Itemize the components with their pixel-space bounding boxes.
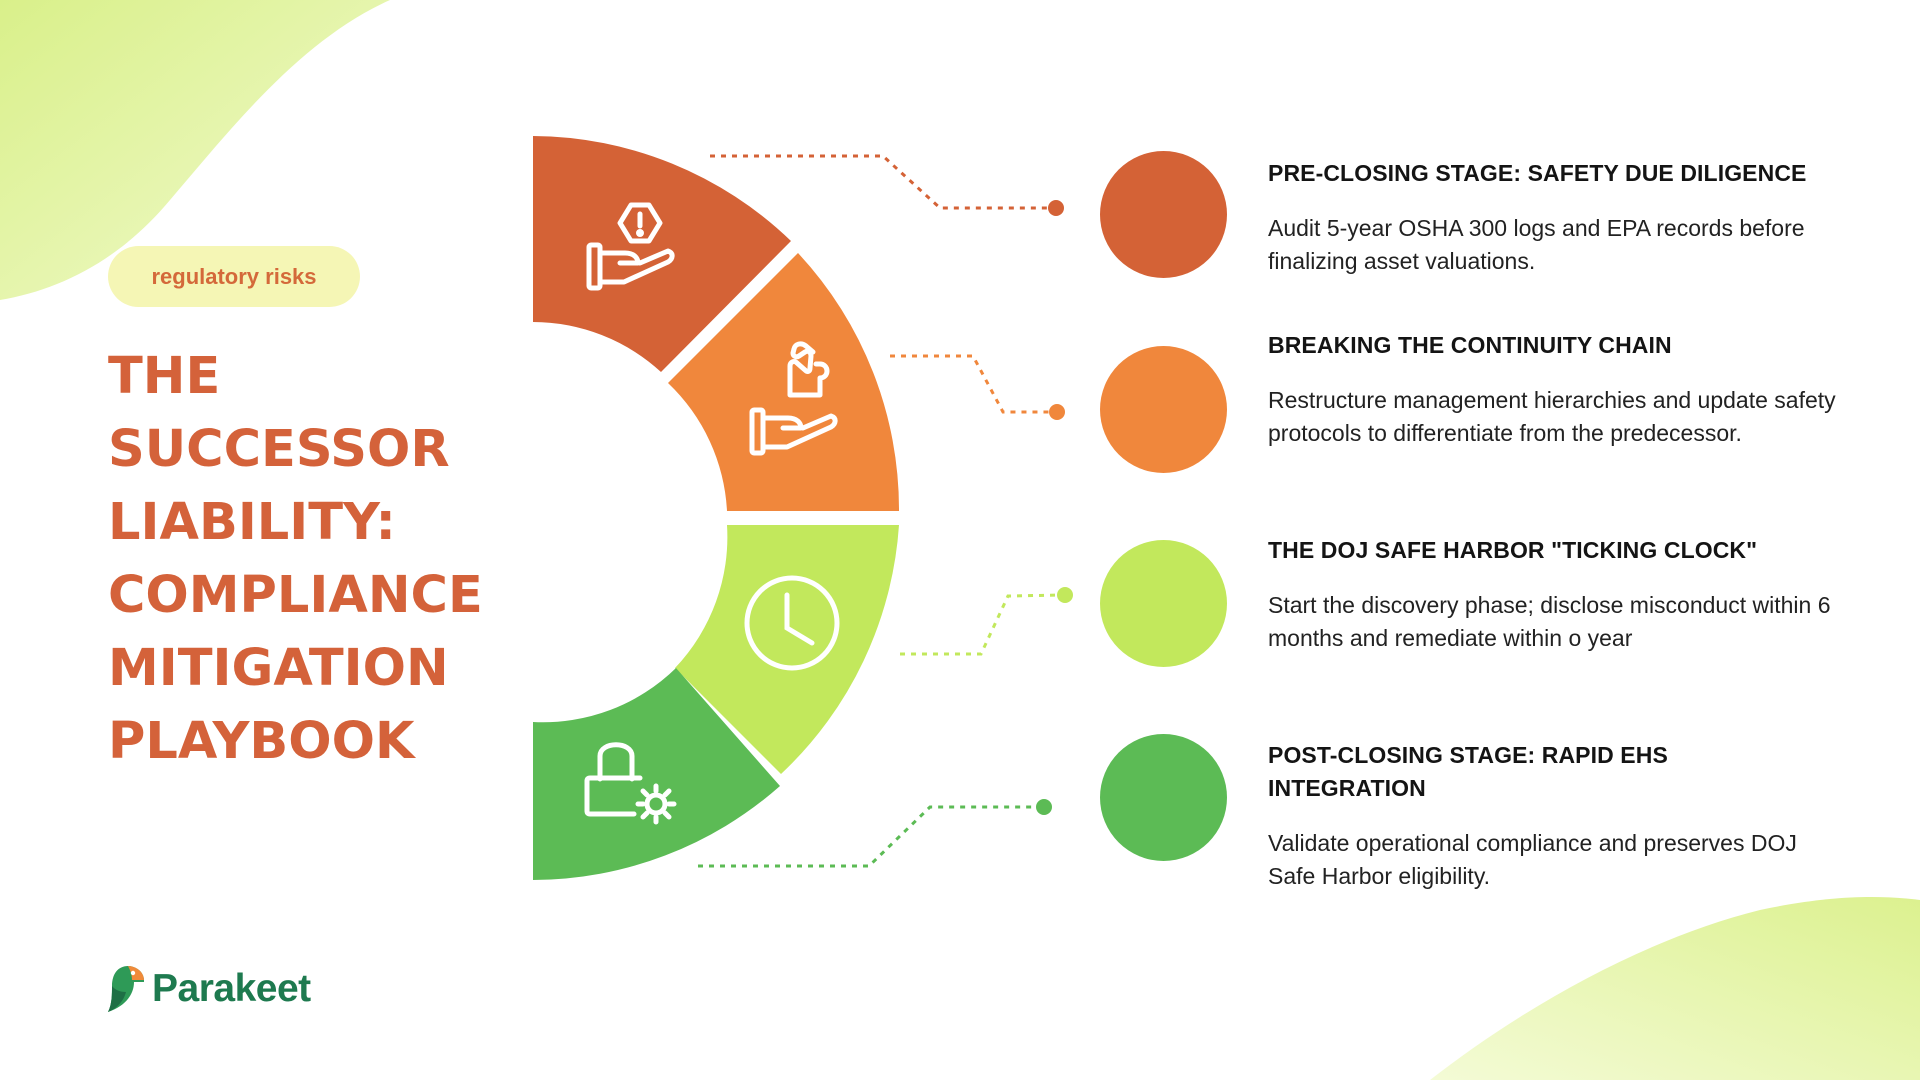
- stage-heading: THE DOJ SAFE HARBOR "TICKING CLOCK": [1268, 537, 1758, 563]
- connector-dot-1: [1048, 200, 1064, 216]
- page-title: THE SUCCESSOR LIABILITY: COMPLIANCE MITI…: [108, 347, 483, 771]
- stage-node-1: [1100, 151, 1227, 278]
- segment-stage-3: [675, 525, 899, 774]
- stage-node-2: [1100, 346, 1227, 473]
- clock-icon: [744, 575, 840, 671]
- stage-description: Restructure management hierarchies and u…: [1268, 387, 1836, 446]
- stage-description: Validate operational compliance and pres…: [1268, 830, 1797, 889]
- parakeet-icon: [108, 966, 144, 1012]
- stage-heading: PRE-CLOSING STAGE: SAFETY DUE DILIGENCE: [1268, 160, 1807, 186]
- stage-item-2: BREAKING THE CONTINUITY CHAIN Restructur…: [1268, 329, 1868, 450]
- connector-3: [900, 593, 1065, 656]
- hand-puzzle-icon: [749, 341, 838, 456]
- category-tag: regulatory risks: [108, 246, 360, 307]
- connector-dot-2: [1049, 404, 1065, 420]
- brand-logo: Parakeet: [106, 964, 311, 1014]
- connector-2: [890, 354, 1055, 414]
- connector-dot-3: [1057, 587, 1073, 603]
- lock-gear-icon: [584, 742, 677, 825]
- stage-node-3: [1100, 540, 1227, 667]
- stage-item-3: THE DOJ SAFE HARBOR "TICKING CLOCK" Star…: [1268, 534, 1868, 655]
- hand-warning-icon: [586, 202, 675, 291]
- segment-stage-2: [668, 253, 900, 511]
- stage-description: Start the discovery phase; disclose misc…: [1268, 592, 1831, 651]
- connector-1: [710, 154, 1054, 210]
- stage-description: Audit 5-year OSHA 300 logs and EPA recor…: [1268, 215, 1805, 274]
- connector-dot-4: [1036, 799, 1052, 815]
- segment-stage-4: [533, 668, 780, 880]
- logo-text: Parakeet: [152, 967, 311, 1010]
- connector-4: [698, 805, 1043, 868]
- stage-item-4: POST-CLOSING STAGE: RAPID EHS INTEGRATIO…: [1268, 739, 1797, 893]
- stage-node-4: [1100, 734, 1227, 861]
- stage-heading: POST-CLOSING STAGE: RAPID EHS INTEGRATIO…: [1268, 742, 1668, 801]
- stage-item-1: PRE-CLOSING STAGE: SAFETY DUE DILIGENCE …: [1268, 157, 1868, 278]
- stage-heading: BREAKING THE CONTINUITY CHAIN: [1268, 332, 1672, 358]
